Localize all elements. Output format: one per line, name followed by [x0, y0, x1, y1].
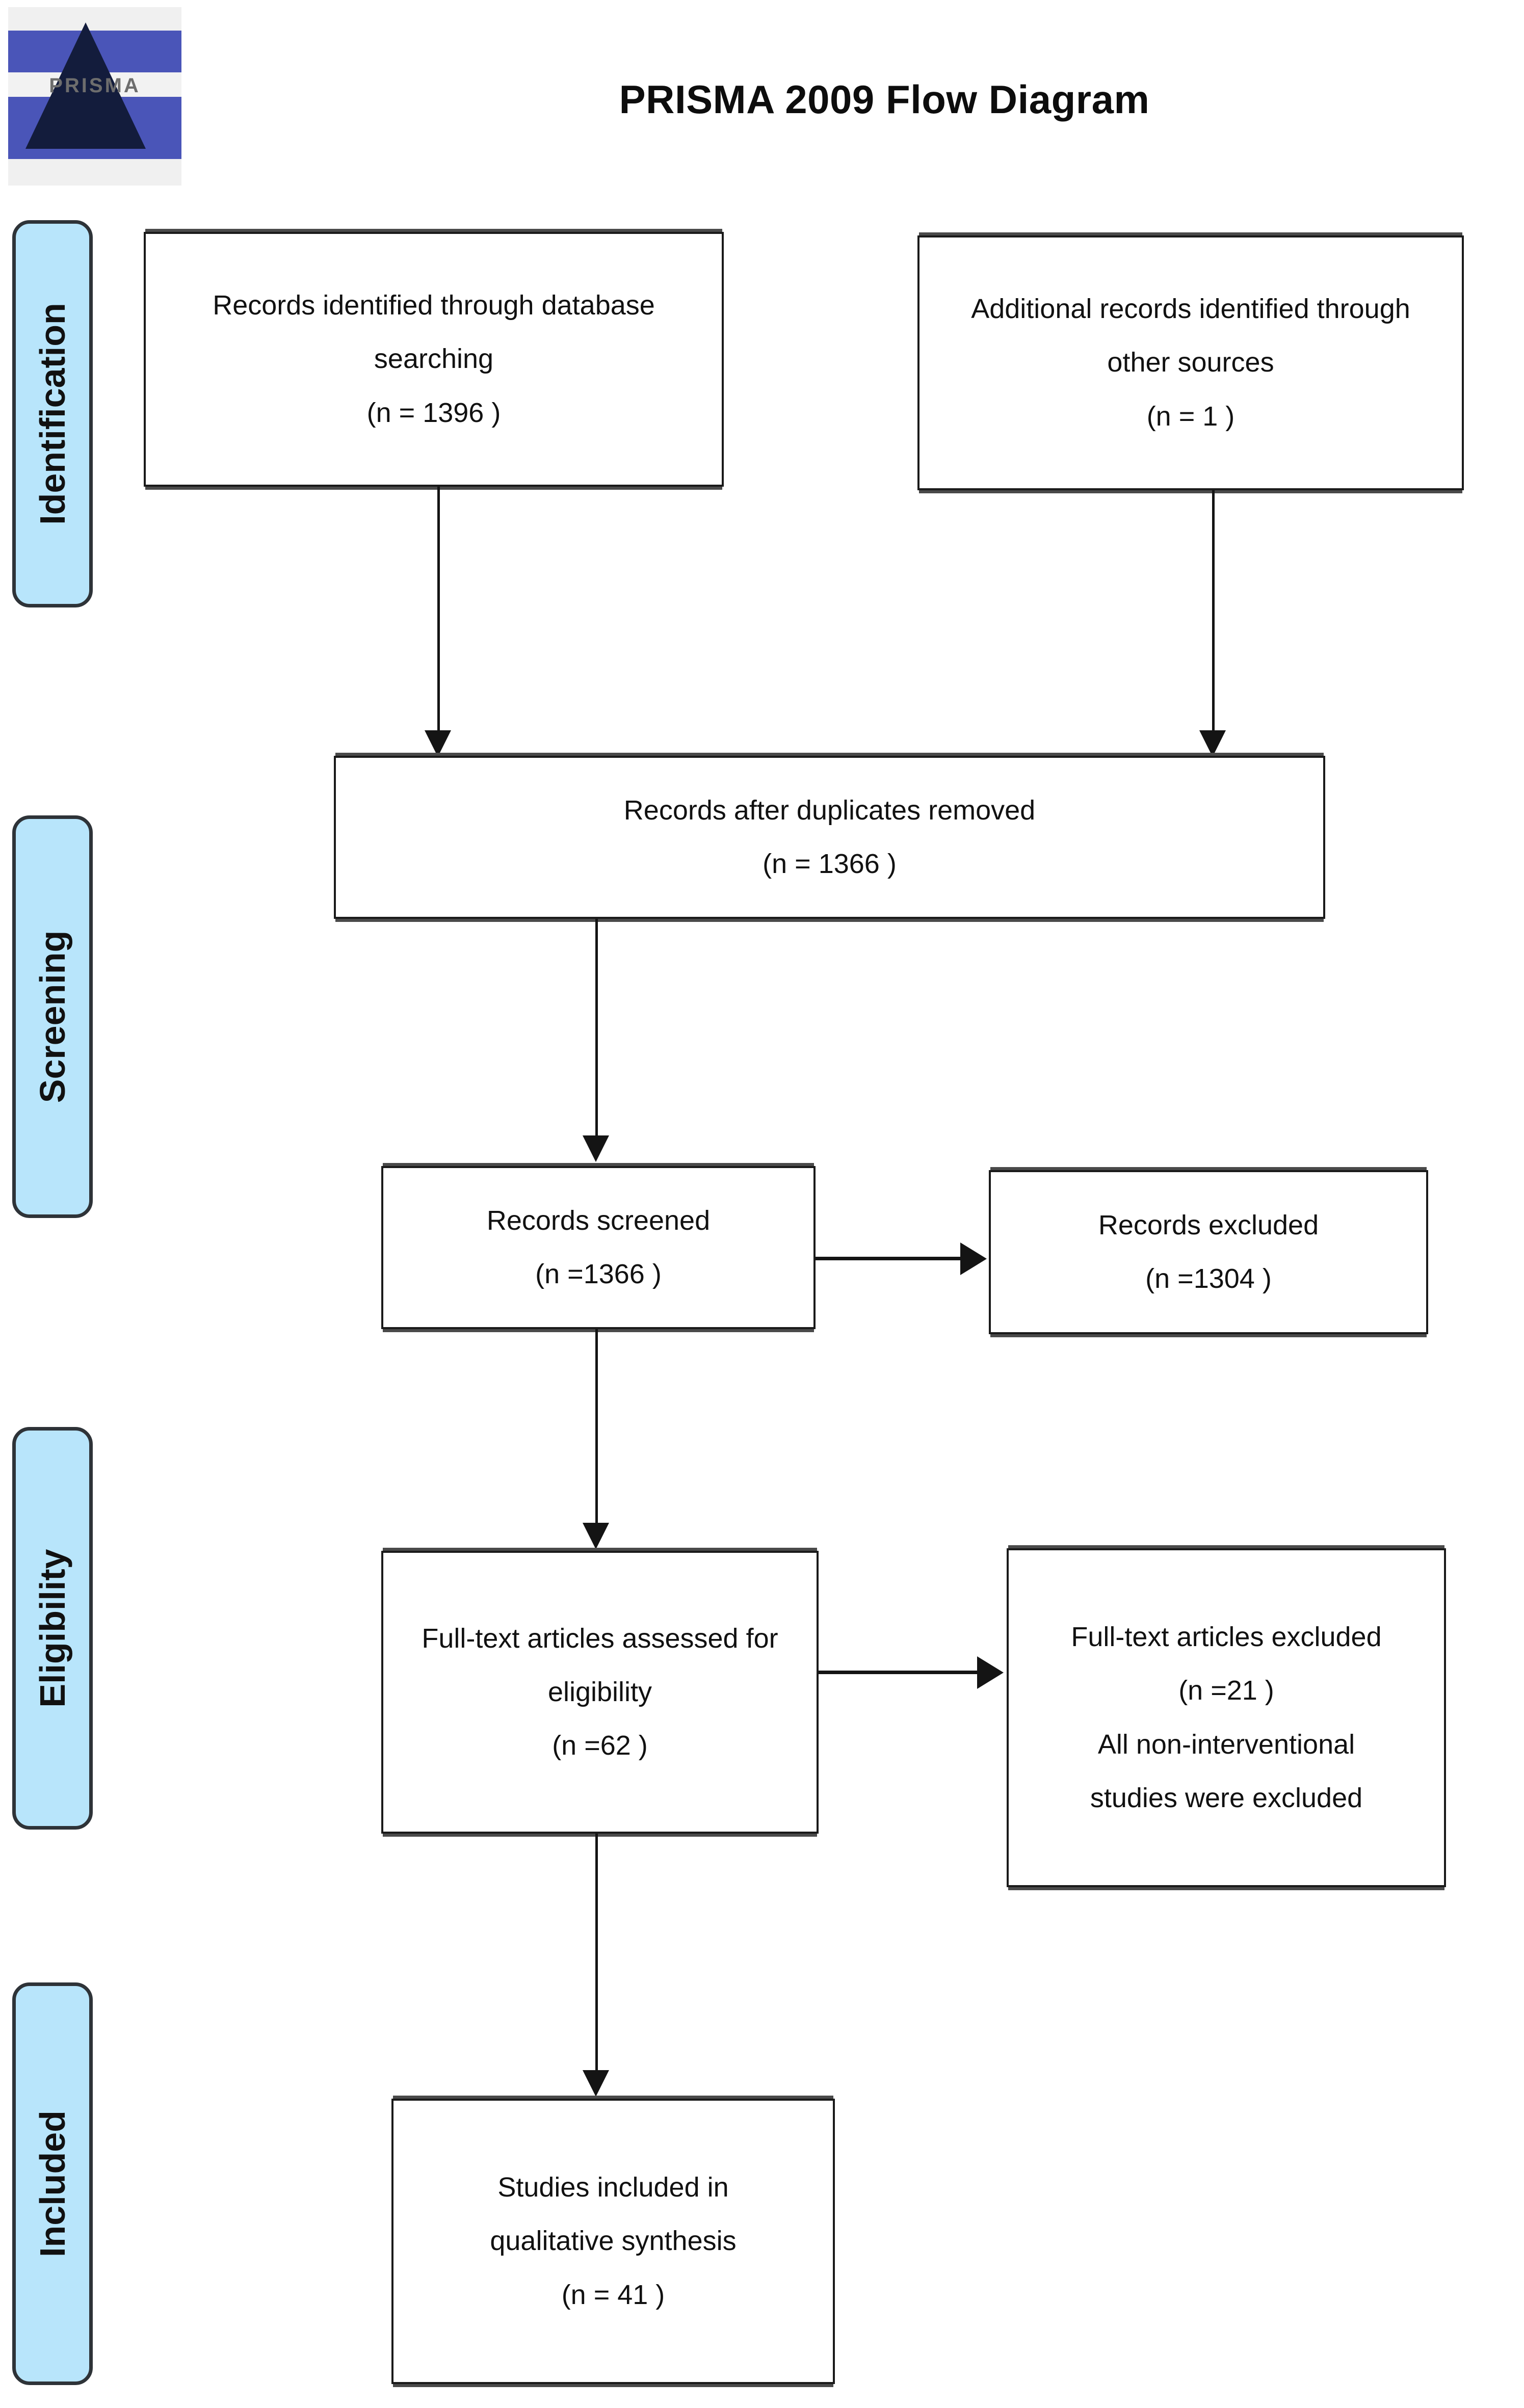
box-line-3: (n = 1 ): [1146, 401, 1235, 432]
box-records-excluded: Records excluded (n =1304 ): [989, 1170, 1428, 1334]
box-text: Records identified through database sear…: [146, 279, 722, 440]
arrow-head-screened-to-excluded: [960, 1242, 987, 1275]
box-line-1: Records after duplicates removed: [623, 795, 1036, 826]
box-line-1: Full-text articles excluded: [1071, 1621, 1382, 1652]
arrow-head-db-to-duplicates: [425, 730, 451, 757]
box-text: Records screened (n =1366 ): [383, 1194, 813, 1302]
stage-pill-identification: Identification: [12, 220, 93, 607]
arrow-line-screened-to-fulltext: [595, 1329, 598, 1525]
arrow-line-db-to-duplicates: [437, 487, 440, 734]
box-line-1: Records screened: [486, 1205, 711, 1236]
box-text: Records excluded (n =1304 ): [991, 1199, 1426, 1306]
arrow-line-screened-to-excluded: [816, 1257, 962, 1260]
box-line-1: Studies included in: [497, 2172, 729, 2203]
box-line-2: (n =21 ): [1178, 1675, 1274, 1706]
arrow-line-duplicates-to-screened: [595, 919, 598, 1138]
stage-label-screening: Screening: [33, 930, 72, 1103]
box-line-3: All non-interventional: [1097, 1729, 1355, 1760]
arrow-head-screened-to-fulltext: [583, 1523, 609, 1549]
box-line-3: (n = 41 ): [561, 2279, 665, 2310]
arrow-line-fulltext-to-excluded: [819, 1671, 979, 1674]
box-additional-records-other-sources: Additional records identified through ot…: [917, 235, 1464, 490]
box-line-2: eligibility: [547, 1676, 652, 1707]
arrow-head-other-to-duplicates: [1199, 730, 1226, 757]
box-text: Full-text articles assessed for eligibil…: [383, 1612, 817, 1773]
stage-label-eligibility: Eligibility: [33, 1549, 72, 1708]
box-studies-included: Studies included in qualitative synthesi…: [391, 2099, 835, 2384]
box-line-3: (n = 1396 ): [366, 397, 501, 428]
stage-label-included: Included: [33, 2110, 72, 2257]
box-line-2: other sources: [1107, 347, 1274, 378]
box-line-3: (n =62 ): [552, 1730, 648, 1761]
arrow-head-fulltext-to-included: [583, 2070, 609, 2097]
prisma-logo: PRISMA: [8, 7, 181, 186]
stage-pill-eligibility: Eligibility: [12, 1427, 93, 1830]
box-text: Full-text articles excluded (n =21 ) All…: [1009, 1610, 1444, 1825]
arrow-head-fulltext-to-excluded: [977, 1656, 1004, 1689]
arrow-line-other-to-duplicates: [1212, 490, 1215, 734]
box-line-2: (n = 1366 ): [763, 849, 897, 879]
box-text: Records after duplicates removed (n = 13…: [336, 784, 1323, 891]
box-line-1: Additional records identified through: [971, 294, 1410, 325]
stage-pill-included: Included: [12, 1982, 93, 2385]
stage-pill-screening: Screening: [12, 815, 93, 1218]
box-fulltext-excluded: Full-text articles excluded (n =21 ) All…: [1007, 1548, 1446, 1887]
box-records-after-duplicates: Records after duplicates removed (n = 13…: [334, 756, 1325, 919]
box-text: Studies included in qualitative synthesi…: [393, 2161, 833, 2322]
box-line-2: searching: [374, 343, 494, 375]
box-line-2: (n =1304 ): [1145, 1263, 1272, 1294]
box-fulltext-assessed: Full-text articles assessed for eligibil…: [381, 1551, 819, 1834]
box-records-screened: Records screened (n =1366 ): [381, 1166, 816, 1329]
box-line-4: studies were excluded: [1090, 1782, 1363, 1813]
box-text: Additional records identified through ot…: [919, 282, 1462, 443]
arrow-head-duplicates-to-screened: [583, 1135, 609, 1162]
arrow-line-fulltext-to-included: [595, 1834, 598, 2073]
box-line-2: qualitative synthesis: [490, 2226, 737, 2257]
page-title: PRISMA 2009 Flow Diagram: [619, 77, 1150, 122]
logo-prism-triangle-icon: [25, 22, 146, 149]
box-line-1: Records excluded: [1098, 1209, 1319, 1240]
stage-label-identification: Identification: [33, 303, 72, 525]
box-line-1: Records identified through database: [213, 290, 655, 321]
box-records-identified-database: Records identified through database sear…: [144, 232, 724, 487]
box-line-2: (n =1366 ): [535, 1259, 662, 1289]
logo-wordmark: PRISMA: [49, 74, 141, 97]
box-line-1: Full-text articles assessed for: [422, 1623, 778, 1654]
